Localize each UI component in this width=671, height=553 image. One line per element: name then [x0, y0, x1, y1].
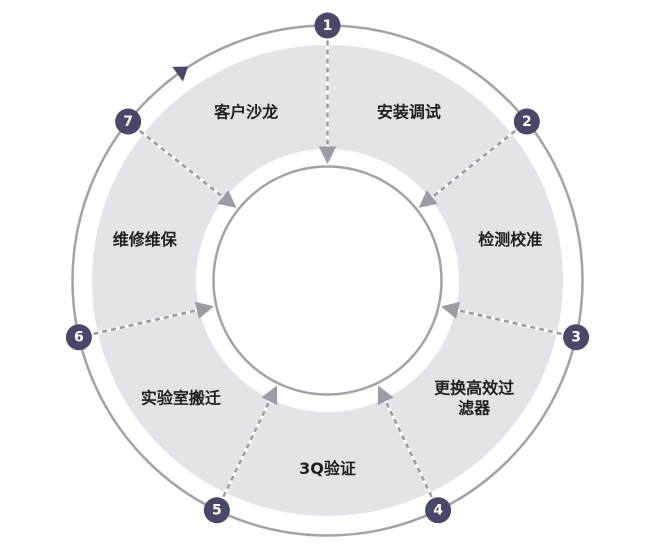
arrow-7 — [139, 129, 237, 208]
step-number-4: 4 — [433, 503, 443, 519]
inner-circle-outline — [212, 165, 443, 396]
step-number-7: 7 — [123, 114, 133, 130]
arrow-2 — [418, 129, 516, 208]
segment-label-1: 安装调试 — [377, 102, 441, 121]
step-number-1: 1 — [323, 18, 333, 34]
step-number-6: 6 — [74, 330, 84, 346]
direction-arrow-icon — [172, 66, 189, 82]
segment-ring — [89, 41, 566, 519]
arrow-3 — [441, 301, 562, 336]
step-number-2: 2 — [522, 114, 532, 130]
step-node-3: 3 — [563, 324, 590, 351]
step-node-5: 5 — [203, 497, 230, 524]
segment-label-5: 实验室搬迁 — [141, 388, 221, 407]
inward-arrows — [93, 40, 562, 498]
step-node-1: 1 — [314, 12, 341, 39]
arrow-4 — [377, 385, 433, 498]
step-number-5: 5 — [212, 503, 222, 519]
segment-label-7: 客户沙龙 — [214, 102, 278, 121]
segment-label-3: 更换高效过滤器 — [434, 378, 514, 417]
center-circle — [212, 165, 443, 396]
step-node-6: 6 — [65, 324, 92, 351]
step-node-2: 2 — [513, 108, 540, 135]
step-node-4: 4 — [425, 497, 452, 524]
step-number-3: 3 — [571, 330, 581, 346]
segment-label-2: 检测校准 — [478, 229, 542, 248]
arrow-6 — [93, 301, 214, 336]
arrow-5 — [222, 385, 278, 498]
segment-label-6: 维修维保 — [113, 229, 178, 248]
step-node-7: 7 — [115, 108, 142, 135]
step-markers: 1 2 3 4 5 6 7 — [65, 12, 590, 524]
segment-label-4: 3Q验证 — [299, 459, 356, 478]
